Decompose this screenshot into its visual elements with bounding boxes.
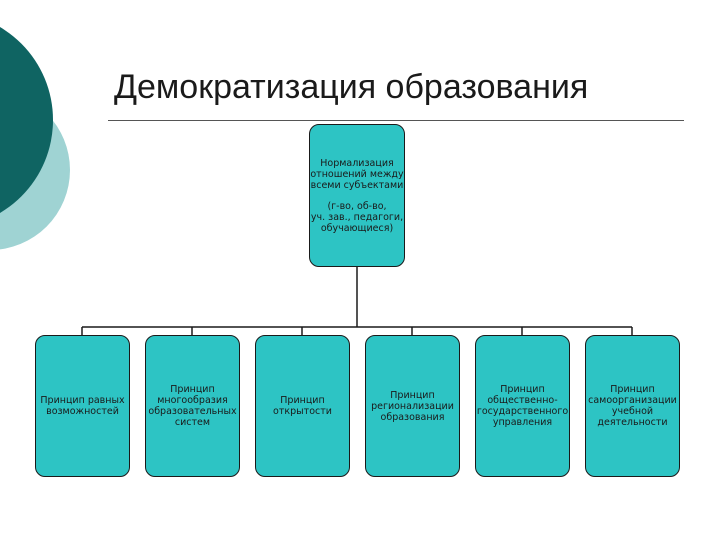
root-node-subtext: (г-во, об-во, уч. зав., педагоги, обучаю… [310,200,404,234]
decorative-circles [0,27,70,250]
principle-node-public-state-governance: Принцип общественно- государственного уп… [475,335,570,477]
principle-node-equal-opportunity: Принцип равных возможностей [35,335,130,477]
slide-title: Демократизация образования [114,68,589,106]
principle-label: Принцип многообразия образовательных сис… [148,384,237,428]
principle-label: Принцип регионализации образования [371,389,454,423]
root-node-text: Нормализация отношений между всеми субъе… [310,157,404,191]
principle-node-openness: Принцип открытости [255,335,350,477]
principle-node-diversity: Принцип многообразия образовательных сис… [145,335,240,477]
principle-label: Принцип общественно- государственного уп… [476,384,569,428]
root-node: Нормализация отношений между всеми субъе… [309,124,405,267]
principle-label: Принцип равных возможностей [40,395,125,417]
principle-label: Принцип самоорганизации учебной деятельн… [588,384,677,428]
principle-node-regionalization: Принцип регионализации образования [365,335,460,477]
principle-node-self-organization: Принцип самоорганизации учебной деятельн… [585,335,680,477]
title-divider [108,120,684,121]
principle-label: Принцип открытости [273,395,332,417]
